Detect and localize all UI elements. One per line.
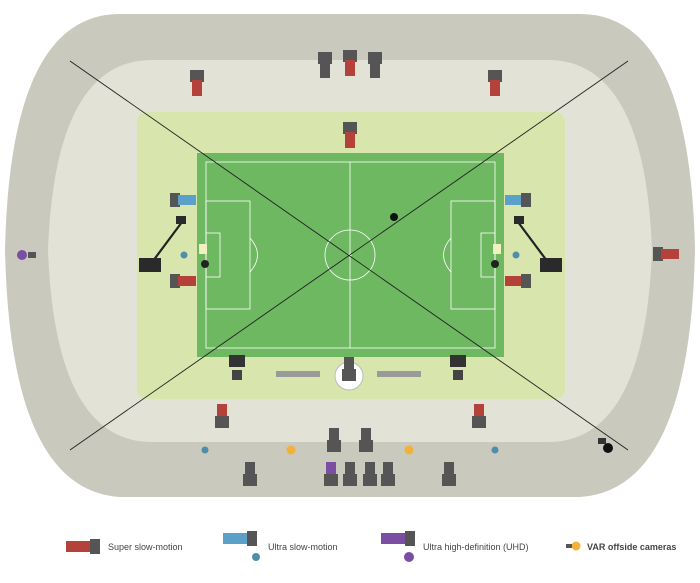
super-camera-bottom-left: [215, 404, 229, 428]
pitch-markings: [205, 161, 496, 349]
legend-ultra-label: Ultra slow-motion: [268, 542, 338, 552]
uhd-camera-bottom-1: [324, 462, 338, 486]
var-dot-2: [491, 446, 499, 454]
goal-marker-left: [199, 244, 207, 254]
legend-super-label: Super slow-motion: [108, 542, 183, 552]
legend-uhd-icon: [381, 531, 415, 562]
camera-bottom-1: [327, 428, 341, 452]
legend-var-label: VAR offside cameras: [587, 542, 676, 552]
camera-top-3: [368, 52, 382, 78]
legend-super-icon: [66, 539, 100, 554]
camera-bottom-2: [359, 428, 373, 452]
super-camera-bottom-right: [472, 404, 486, 428]
legend-var-icon: [566, 541, 581, 551]
crane-right: [514, 216, 562, 272]
legend: Super slow-motion Ultra slow-motion Ultr…: [66, 531, 676, 562]
camera-bottom-left-outer: [243, 462, 257, 486]
camera-bottom-3: [343, 462, 357, 486]
var-camera-1: [286, 445, 296, 455]
ultra-camera-left-top: [170, 193, 196, 207]
ultra-dot-right: [512, 251, 520, 259]
camera-corner-bottom-right: [598, 438, 613, 453]
var-camera-2: [404, 445, 414, 455]
super-camera-top-center: [343, 50, 357, 76]
corner-camera-right: [450, 355, 466, 380]
var-dot-1: [201, 446, 209, 454]
goal-marker-right: [493, 244, 501, 254]
ultra-dot-left: [180, 251, 188, 259]
sight-lines: [69, 60, 629, 451]
corner-camera-left: [229, 355, 245, 380]
super-camera-top-right: [488, 70, 502, 96]
handheld-left: [201, 260, 209, 268]
ultra-camera-right-top: [505, 193, 531, 207]
super-camera-top-left: [190, 70, 204, 96]
overhead-cam-node: [390, 213, 398, 221]
super-camera-far-right: [653, 247, 679, 261]
crane-left: [139, 216, 186, 272]
camera-bottom-right-outer: [442, 462, 456, 486]
bench-right: [377, 371, 421, 377]
camera-tunnel: [342, 357, 356, 381]
uhd-camera-far-left: [17, 250, 36, 260]
camera-top-1: [318, 52, 332, 78]
legend-uhd-label: Ultra high-definition (UHD): [423, 542, 529, 552]
super-camera-left-bottom: [170, 274, 196, 288]
camera-bottom-4: [363, 462, 377, 486]
super-camera-halfway: [343, 122, 357, 148]
handheld-right: [491, 260, 499, 268]
bench-left: [276, 371, 320, 377]
legend-ultra-icon: [223, 531, 260, 561]
super-camera-right-bottom: [505, 274, 531, 288]
camera-bottom-5: [381, 462, 395, 486]
